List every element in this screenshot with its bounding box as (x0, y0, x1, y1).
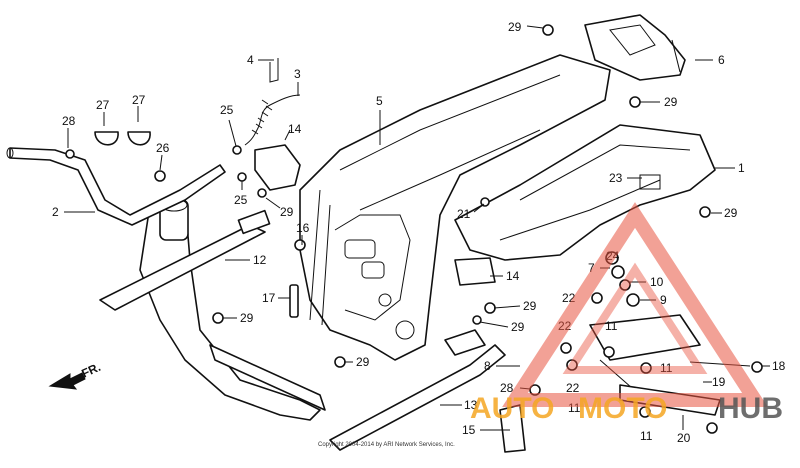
fr-label: FR. (79, 360, 102, 381)
callout: 27 (132, 93, 146, 107)
callout: 29 (508, 20, 522, 34)
callout: 27 (96, 98, 110, 112)
callout: 4 (247, 53, 254, 67)
callout: 9 (660, 293, 667, 307)
main-frame (299, 54, 611, 361)
callout: 3 (294, 67, 301, 81)
front-direction-arrow: FR. (48, 360, 103, 390)
automotohub-watermark: AUTO MOTO HUB (470, 202, 783, 425)
side-rail (329, 344, 506, 451)
callout: 21 (457, 207, 471, 221)
callout: 14 (288, 122, 302, 136)
rear-subframe (454, 124, 716, 261)
callout: 28 (62, 114, 76, 128)
callout: 13 (464, 398, 478, 412)
callout: 5 (376, 94, 383, 108)
copyright-text: Copyright 2004-2014 by ARI Network Servi… (318, 442, 455, 448)
callout: 29 (724, 206, 738, 220)
cross-pipe (99, 224, 266, 311)
watermark-hub: HUB (718, 392, 783, 425)
clip (269, 58, 279, 83)
callout: 28 (500, 381, 514, 395)
callout: 16 (296, 221, 310, 235)
callout: 11 (640, 429, 653, 443)
callout: 22 (566, 381, 580, 395)
callout: 19 (712, 375, 726, 389)
watermark-triangle (502, 202, 768, 407)
frame-parts (6, 14, 763, 453)
handle-pipe (9, 147, 226, 226)
callout: 18 (772, 359, 786, 373)
callout: 8 (484, 359, 491, 373)
callout: 17 (262, 291, 276, 305)
callout: 23 (609, 171, 623, 185)
callout: 6 (718, 53, 725, 67)
callout-labels: 1 2 3 4 5 6 7 8 9 10 11 11 11 11 12 13 1… (52, 20, 786, 445)
watermark-auto: AUTO (470, 392, 554, 425)
callout: 15 (462, 423, 476, 437)
callout: 10 (650, 275, 664, 289)
callout: 26 (156, 141, 170, 155)
callout: 1 (738, 161, 745, 175)
clamp-right (127, 131, 151, 146)
callout: 29 (356, 355, 370, 369)
callout: 29 (240, 311, 254, 325)
callout: 14 (506, 269, 520, 283)
wire-coil (244, 94, 301, 146)
callout: 7 (588, 261, 595, 275)
watermark-moto: MOTO (578, 392, 667, 425)
callout: 11 (660, 361, 673, 375)
callout: 29 (511, 320, 525, 334)
callout: 25 (234, 193, 248, 207)
callout: 20 (677, 431, 691, 445)
lower-bracket (589, 314, 701, 361)
callout: 2 (52, 205, 59, 219)
callout: 25 (220, 103, 234, 117)
callout: 11 (605, 319, 618, 333)
callout: 12 (253, 253, 267, 267)
front-frame (139, 199, 321, 421)
clamp-left (94, 131, 119, 146)
callout: 29 (664, 95, 678, 109)
fasteners (65, 24, 763, 434)
callout: 29 (523, 299, 537, 313)
callout: 29 (280, 205, 294, 219)
top-bracket (584, 14, 686, 81)
